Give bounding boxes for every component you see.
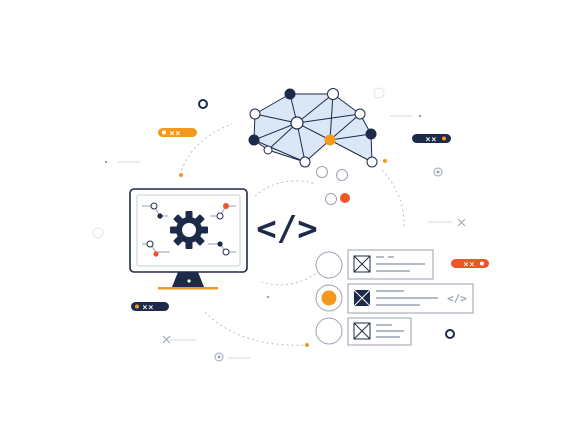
x-mark-icon — [457, 218, 466, 227]
arc-right-top — [381, 169, 405, 229]
target-icon — [214, 352, 224, 362]
arc-left-top — [179, 123, 233, 176]
network-node — [249, 108, 261, 120]
thought-bubble — [325, 193, 337, 205]
small-dot — [266, 295, 270, 299]
list-circle — [315, 317, 343, 345]
circuit-node — [222, 248, 230, 256]
pill-label: ×× — [169, 130, 181, 138]
small-code-symbol: </> — [447, 292, 467, 305]
network-node — [365, 128, 377, 140]
network-shade — [254, 94, 372, 162]
list-item-1 — [315, 249, 434, 280]
monitor-base — [158, 287, 218, 290]
network-node — [284, 88, 296, 100]
list-item-3 — [315, 317, 412, 346]
circuit-node — [153, 251, 159, 257]
pill-label: ×× — [463, 261, 475, 269]
faint-ring-icon — [373, 87, 385, 99]
ring-dot-icon — [445, 329, 455, 339]
network-node — [327, 88, 339, 100]
network-node-active — [324, 134, 336, 146]
circuit-node — [217, 241, 223, 247]
neural-network-icon — [248, 88, 378, 205]
thought-bubble-active — [340, 193, 350, 203]
network-node — [366, 156, 378, 168]
pill-right: ×× — [451, 259, 489, 269]
list-item-2: </> — [315, 283, 474, 314]
circuit-node — [157, 213, 163, 219]
code-symbol: </> — [256, 209, 317, 249]
arc-center-ring — [254, 180, 316, 197]
pill-top-left: ×× — [158, 128, 197, 138]
pill-label: ×× — [142, 304, 154, 312]
monitor-stand — [172, 272, 204, 287]
thought-bubble — [316, 166, 328, 178]
pill-top-right: ×× — [412, 134, 451, 144]
target-icon — [436, 170, 440, 174]
network-node — [354, 108, 366, 120]
decorations — [92, 87, 466, 362]
network-node — [263, 145, 273, 155]
small-dot — [418, 114, 422, 118]
text-lines — [376, 324, 404, 338]
circuit-node — [150, 202, 158, 210]
circuit-node — [223, 203, 229, 209]
pill-bottom-left: ×× — [131, 302, 169, 312]
circuit-lines — [142, 205, 236, 253]
target-icon — [433, 167, 443, 177]
small-dot — [104, 160, 108, 164]
ring-dot-icon — [198, 99, 208, 109]
monitor-power-dot — [187, 279, 191, 283]
pill-label: ×× — [425, 136, 437, 144]
orange-dot-icon — [383, 159, 387, 163]
connection-arcs — [179, 123, 405, 346]
text-lines — [376, 256, 425, 272]
network-node — [299, 156, 311, 168]
list-circle-active — [321, 290, 337, 306]
text-lines — [376, 290, 438, 306]
orange-dot-icon — [305, 343, 309, 347]
x-mark-icon — [162, 335, 171, 344]
arc-bottom — [204, 311, 309, 346]
target-icon — [217, 355, 221, 359]
faint-ring-icon — [92, 227, 104, 239]
orange-dot-icon — [179, 173, 183, 177]
circuit-node — [216, 212, 224, 220]
monitor-icon — [129, 188, 248, 290]
list-circle — [315, 251, 343, 279]
network-node — [290, 116, 304, 130]
circuit-node — [146, 240, 154, 248]
gear-icon — [170, 211, 208, 249]
network-node — [248, 134, 260, 146]
thought-bubble — [336, 169, 348, 181]
